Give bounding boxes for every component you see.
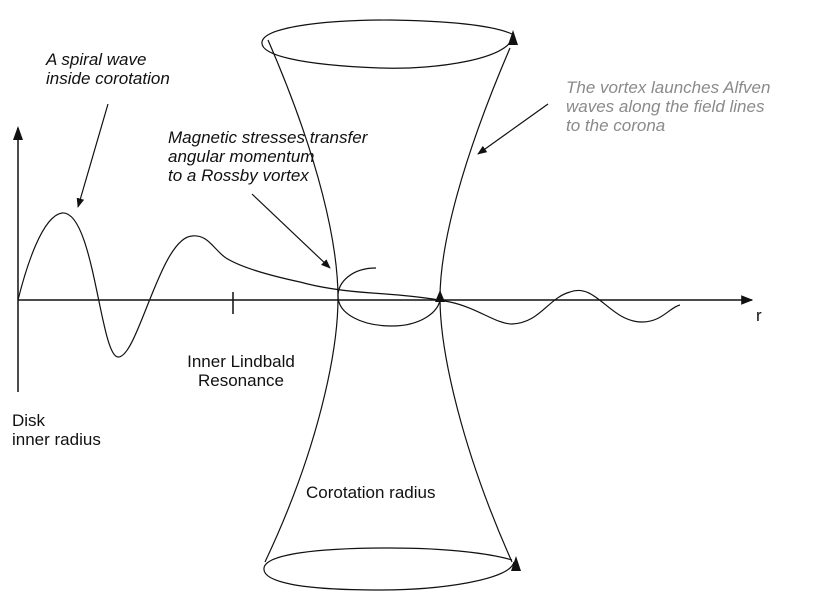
magnetic-line-1: Magnetic stresses transfer [168,128,368,147]
disk-line-1: Disk [12,411,46,430]
top-field-loop [261,19,513,69]
magnetic-stresses-label: Magnetic stresses transfer angular momen… [168,128,367,185]
lindblad-line-2: Resonance [197,371,284,390]
disk-axis-arrowhead [13,126,23,140]
spiral-wave-line-2: inside corotation [46,69,170,88]
spiral-wave-line-1: A spiral wave [46,50,147,69]
alfven-wave-pointer [477,103,549,155]
top-loop-arrowhead [508,30,518,45]
vortex-arrowhead [435,290,445,302]
bottom-field-loop [263,547,515,591]
magnetic-line-2: angular momentum [168,147,315,166]
rossby-vortex-spiral [337,267,441,327]
vortex-alfven-label: The vortex launches Alfven waves along t… [566,78,770,135]
bottom-loop-arrowhead [511,556,521,571]
r-axis-label: r [756,306,762,325]
lindblad-line-1: Inner Lindbald [187,352,295,371]
disk-inner-radius-label: Disk inner radius [12,411,101,449]
vortex-line-3: to the corona [566,116,666,135]
spiral-wave-pointer [76,103,109,208]
vortex-line-1: The vortex launches Alfven [566,78,771,97]
vortex-line-2: waves along the field lines [566,97,765,116]
magnetic-line-3: to a Rossby vortex [168,166,309,185]
disk-line-2: inner radius [12,430,101,449]
magnetic-stresses-pointer [251,193,331,269]
corotation-radius-label: Corotation radius [306,483,436,502]
lindblad-resonance-label: Inner Lindbald Resonance [166,352,316,390]
spiral-wave-curve [17,212,681,358]
spiral-wave-label: A spiral wave inside corotation [46,50,170,88]
flux-tube-right-wall [439,47,513,563]
